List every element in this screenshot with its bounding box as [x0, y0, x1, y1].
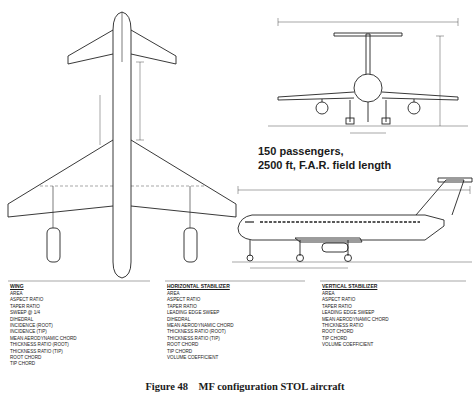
- table-heading: HORIZONTAL STABILIZER: [167, 284, 230, 289]
- table-cell: TIP CHORD: [167, 350, 192, 355]
- table-cell: ASPECT RATIO: [322, 298, 355, 303]
- table-cell: THICKNESS RATIO (TIP): [167, 337, 220, 342]
- spec-note: 150 passengers,: [258, 146, 344, 157]
- table-cell: VOLUME COEFFICIENT: [322, 343, 373, 348]
- table-cell: THICKNESS RATIO (ROOT): [167, 330, 226, 335]
- table-cell: ASPECT RATIO: [10, 298, 43, 303]
- table-cell: THICKNESS RATIO (ROOT): [10, 343, 69, 348]
- table-cell: THICKNESS RATIO: [322, 324, 363, 329]
- table-cell: INCIDENCE (ROOT): [10, 324, 53, 329]
- table-cell: ROOT CHORD: [167, 343, 198, 348]
- table-cell: AREA: [322, 292, 335, 297]
- table-cell: MEAN AERODYNAMIC CHORD: [322, 318, 389, 323]
- table-cell: TIP CHORD: [322, 337, 347, 342]
- spec-note: 2500 ft, F.A.R. field length: [258, 160, 391, 171]
- table-cell: VOLUME COEFFICIENT: [167, 356, 218, 361]
- front-view: [268, 18, 468, 133]
- table-cell: TIP CHORD: [10, 362, 35, 367]
- table-cell: DIHEDRAL: [167, 318, 190, 323]
- table-cell: SWEEP @ 1/4: [10, 311, 40, 316]
- table-cell: INCIDENCE (TIP): [10, 330, 47, 335]
- table-cell: ROOT CHORD: [322, 330, 353, 335]
- table-cell: LEADING EDGE SWEEP: [322, 311, 374, 316]
- table-cell: AREA: [10, 292, 23, 297]
- figure-caption: Figure 48 MF configuration STOL aircraft: [145, 382, 344, 393]
- table-cell: MEAN AERODYNAMIC CHORD: [10, 337, 77, 342]
- table-cell: THICKNESS RATIO (TIP): [10, 350, 63, 355]
- table-heading: VERTICAL STABILIZER: [322, 284, 377, 289]
- side-view: [232, 178, 472, 268]
- table-cell: ASPECT RATIO: [167, 298, 200, 303]
- table-cell: LEADING EDGE SWEEP: [167, 311, 219, 316]
- table-cell: AREA: [167, 292, 180, 297]
- table-cell: ROOT CHORD: [10, 356, 41, 361]
- table-cell: MEAN AERODYNAMIC CHORD: [167, 324, 234, 329]
- table-cell: DIHEDRAL: [10, 318, 33, 323]
- table-cell: TAPER RATIO: [167, 305, 197, 310]
- table-heading: WING: [10, 284, 24, 289]
- plan-view: [8, 12, 236, 278]
- table-cell: TAPER RATIO: [10, 305, 40, 310]
- table-cell: TAPER RATIO: [322, 305, 352, 310]
- table-rules: [8, 281, 466, 282]
